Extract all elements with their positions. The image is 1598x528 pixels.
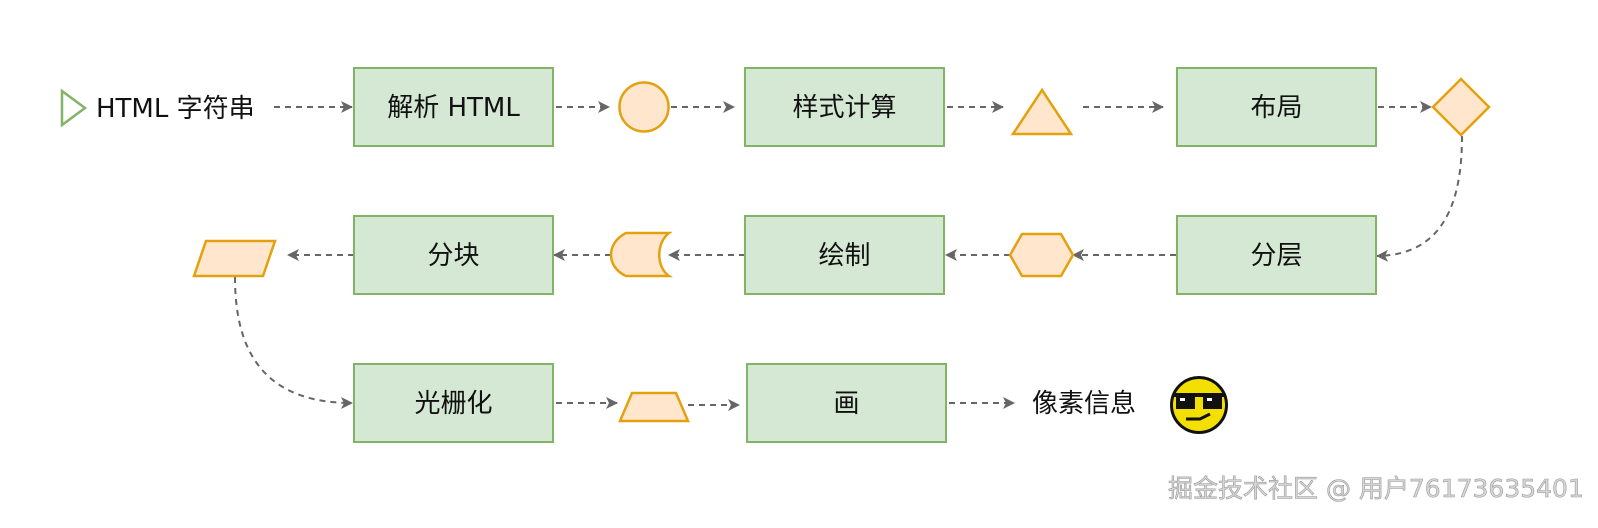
step-raster: 光栅化 (353, 363, 554, 443)
sunglasses-face-icon (1170, 376, 1228, 434)
start-text: HTML 字符串 (96, 94, 255, 124)
step-tile: 分块 (353, 215, 554, 295)
step-label: 分块 (427, 241, 479, 271)
step-label: 样式计算 (792, 93, 896, 123)
hexagon-shape (1008, 232, 1075, 278)
diamond-shape (1431, 77, 1491, 137)
step-label: 画 (833, 389, 859, 419)
edge-parallelogram-to-raster (234, 276, 353, 409)
stored-data-shape (609, 231, 673, 278)
step-layer: 分层 (1176, 215, 1377, 295)
step-label: 光栅化 (414, 389, 492, 419)
step-paint: 绘制 (744, 215, 945, 295)
parallelogram-shape (192, 239, 277, 278)
end-text: 像素信息 (1032, 389, 1136, 419)
triangle-shape (1010, 87, 1074, 136)
step-draw: 画 (746, 363, 947, 443)
step-label: 绘制 (818, 241, 870, 271)
watermark-text: 掘金技术社区 @ 用户76173635401 (1168, 474, 1584, 503)
start-triangle-icon (60, 88, 88, 128)
circle-shape (618, 81, 670, 133)
step-label: 布局 (1250, 93, 1302, 123)
step-layout: 布局 (1176, 67, 1377, 147)
trapezoid-shape (618, 391, 690, 423)
step-style-calc: 样式计算 (744, 67, 945, 147)
step-label: 分层 (1250, 241, 1302, 271)
step-label: 解析 HTML (387, 93, 520, 123)
step-parse-html: 解析 HTML (353, 67, 554, 147)
edge-diamond-to-layer (1376, 135, 1463, 262)
